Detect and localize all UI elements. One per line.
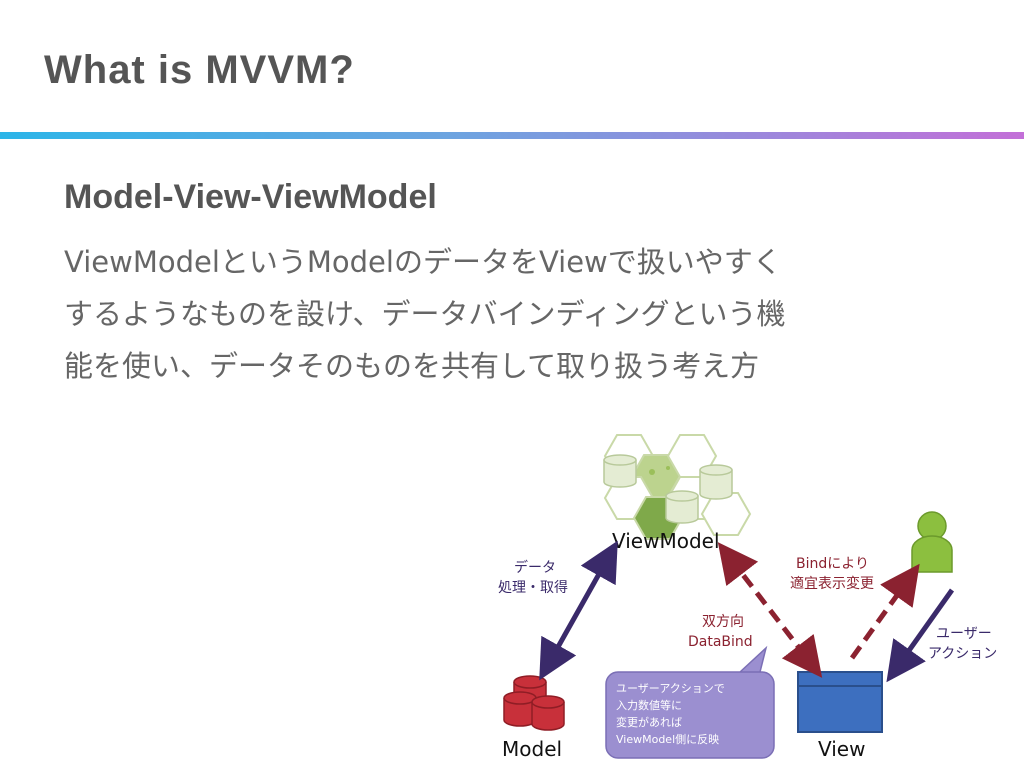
data-processing-arrow xyxy=(539,540,618,681)
view-label: View xyxy=(818,737,865,761)
body-line-2: するようなものを設け、データバインディングという機 xyxy=(64,297,786,331)
body-line-1: ViewModelというModelのデータをViewで扱いやすく xyxy=(64,245,782,279)
model-label: Model xyxy=(502,737,562,761)
body-line-3: 能を使い、データそのものを共有して取り扱う考え方 xyxy=(64,349,760,383)
twoway-label-line-2: DataBind xyxy=(688,634,753,650)
bind-label-line-1: Bindにより xyxy=(796,556,869,572)
body-text: ViewModelというModelのデータをViewで扱いやすく するようなもの… xyxy=(64,236,964,392)
viewmodel-hexagon-icon xyxy=(603,434,752,540)
callout-bubble: ユーザーアクションで 入力数値等に 変更があれば ViewModel側に反映 xyxy=(605,645,775,759)
callout-line-1: ユーザーアクションで xyxy=(616,682,725,695)
viewmodel-label: ViewModel xyxy=(612,529,720,553)
callout-line-4: ViewModel側に反映 xyxy=(616,733,719,746)
user-action-label-line-2: アクション xyxy=(928,646,997,662)
bind-update-arrow xyxy=(849,563,920,660)
bind-label-line-2: 適宜表示変更 xyxy=(790,575,874,592)
user-action-label-line-1: ユーザー xyxy=(936,626,992,642)
model-database-icon xyxy=(503,675,565,731)
data-label-line-2: 処理・取得 xyxy=(498,579,568,596)
user-icon xyxy=(911,511,953,573)
slide-title: What is MVVM? xyxy=(44,48,355,92)
callout-line-2: 入力数値等に xyxy=(616,698,682,712)
view-window-icon xyxy=(797,671,883,733)
user-action-arrow xyxy=(886,588,955,683)
twoway-label-line-1: 双方向 xyxy=(702,614,744,630)
mvvm-diagram: ViewModel Model View データ 処理・取得 Bindにより 適… xyxy=(498,434,997,761)
callout-line-3: 変更があれば xyxy=(616,715,682,729)
title-underline xyxy=(0,132,1024,139)
data-label-line-1: データ xyxy=(514,559,556,576)
slide-subtitle: Model-View-ViewModel xyxy=(64,178,437,216)
